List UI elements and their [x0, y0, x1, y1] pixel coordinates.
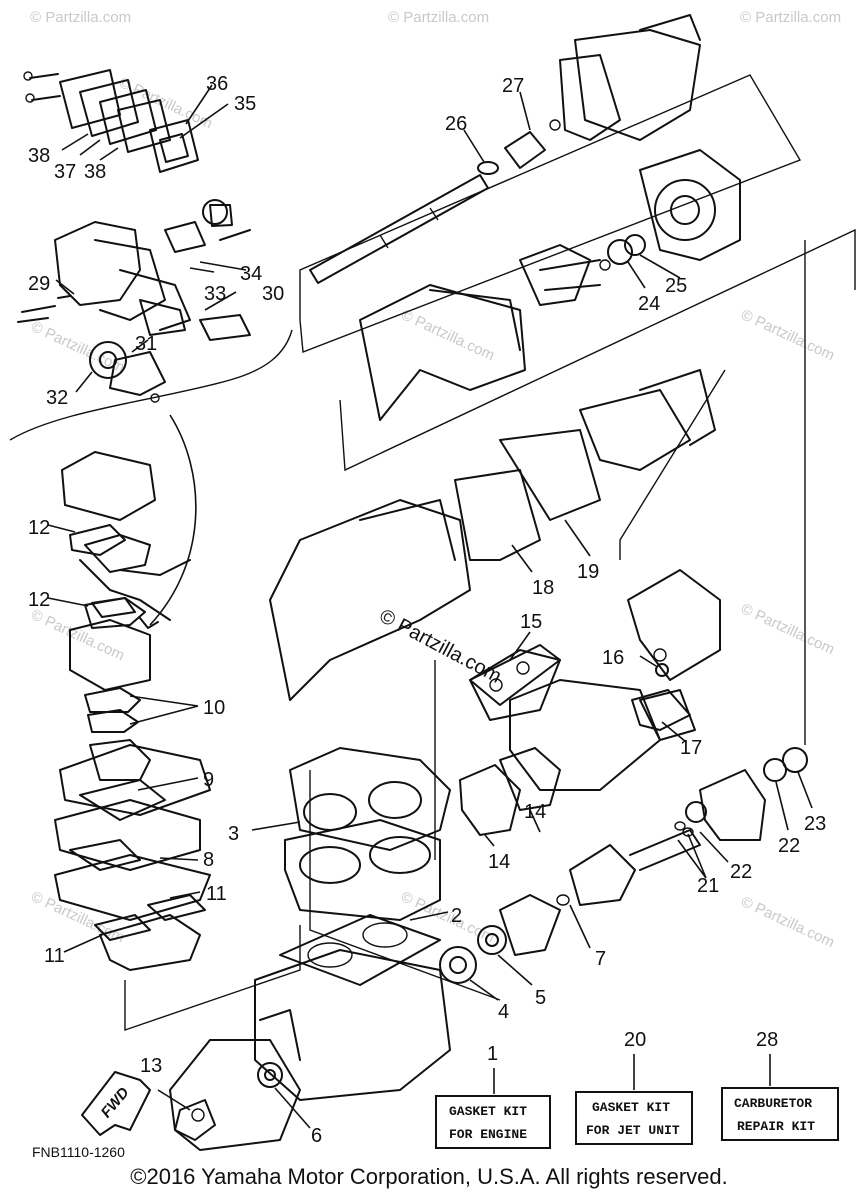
callout-number: 38 [28, 145, 50, 167]
callout-number: 14 [524, 801, 546, 823]
callout-number: 21 [697, 875, 719, 897]
callout-number: 23 [804, 813, 826, 835]
callout-number: 25 [665, 275, 687, 297]
fwd-label: FWD [98, 1084, 133, 1121]
callout-number: 5 [535, 987, 546, 1009]
callout-number: 30 [262, 283, 284, 305]
callout-number: 9 [203, 769, 214, 791]
callout-number: 13 [140, 1055, 162, 1077]
carburetor-repair-kit-box [721, 1087, 839, 1141]
callout-number: 37 [54, 161, 76, 183]
callout-number: 20 [624, 1029, 646, 1051]
watermark: © Partzilla.com [30, 9, 131, 26]
callout-number: 19 [577, 561, 599, 583]
watermark: © Partzilla.com [398, 306, 497, 364]
callout-number: 24 [638, 293, 660, 315]
kit-labels: GASKET KIT FOR ENGINE GASKET KIT FOR JET… [435, 1054, 839, 1149]
carburetor-group [9, 69, 293, 441]
callout-number: 8 [203, 849, 214, 871]
copyright-notice: ©2016 Yamaha Motor Corporation, U.S.A. A… [130, 1164, 728, 1189]
callout-number: 22 [730, 861, 752, 883]
engine-group [54, 240, 808, 1151]
callout-number: 7 [595, 948, 606, 970]
callout-numbers: 1 2 3 4 5 6 7 8 9 10 11 12 13 14 15 16 1… [28, 73, 826, 1147]
callout-number: 10 [203, 697, 225, 719]
kit-label-line2: FOR JET UNIT [586, 1123, 680, 1138]
callout-number: 16 [602, 647, 624, 669]
callout-number: 27 [502, 75, 524, 97]
callout-number: 4 [498, 1001, 509, 1023]
watermark: © Partzilla.com [738, 893, 837, 951]
kit-label-line2: FOR ENGINE [449, 1127, 527, 1142]
fwd-arrow: FWD [81, 1071, 151, 1136]
callout-number: 11 [44, 945, 65, 967]
watermark: © Partzilla.com [28, 888, 127, 946]
callout-number: 28 [756, 1029, 778, 1051]
callout-number: 36 [206, 73, 228, 95]
callout-number: 22 [778, 835, 800, 857]
watermark: © Partzilla.com [738, 306, 837, 364]
watermark: © Partzilla.com [738, 600, 837, 658]
gasket-kit-jet-unit-box [575, 1091, 693, 1145]
watermark: © Partzilla.com [740, 9, 841, 26]
callout-number: 6 [311, 1125, 322, 1147]
callout-number: 11 [206, 883, 227, 905]
callout-number: 18 [532, 577, 554, 599]
callout-number: 14 [488, 851, 510, 873]
callout-number: 32 [46, 387, 68, 409]
center-watermark: © Partzilla.com [376, 605, 505, 688]
callout-number: 31 [135, 333, 157, 355]
watermark: © Partzilla.com [388, 9, 489, 26]
callout-number: 12 [28, 517, 50, 539]
callout-number: 38 [84, 161, 106, 183]
callout-number: 15 [520, 611, 542, 633]
diagram-code: FNB1110-1260 [32, 1144, 125, 1160]
kit-label-line1: CARBURETOR [734, 1096, 812, 1111]
callout-number: 33 [204, 283, 226, 305]
jet-pump-group [299, 14, 856, 472]
leader-lines [47, 84, 813, 1129]
callout-number: 12 [28, 589, 50, 611]
callout-number: 17 [680, 737, 702, 759]
callout-number: 34 [240, 263, 262, 285]
callout-number: 29 [28, 273, 50, 295]
callout-number: 1 [487, 1043, 498, 1065]
kit-label-line2: REPAIR KIT [737, 1119, 815, 1134]
exhaust-group [269, 369, 726, 1001]
callout-number: 2 [451, 905, 462, 927]
kit-label-line1: GASKET KIT [449, 1104, 527, 1119]
callout-number: 26 [445, 113, 467, 135]
kit-label-line1: GASKET KIT [592, 1100, 670, 1115]
gasket-kit-engine-box [435, 1095, 551, 1149]
watermark: © Partzilla.com [398, 888, 497, 946]
callout-number: 35 [234, 93, 256, 115]
callout-number: 3 [228, 823, 239, 845]
